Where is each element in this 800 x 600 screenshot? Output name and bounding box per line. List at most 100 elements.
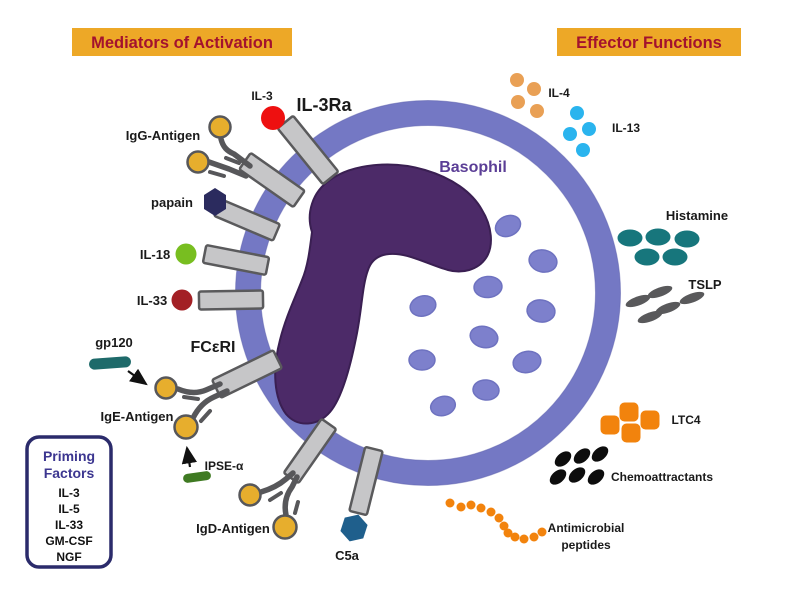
priming-item: IL-3	[58, 486, 80, 500]
c5a-ligand-icon	[340, 514, 368, 542]
histamine-oval	[645, 228, 671, 246]
ltc4-label: LTC4	[671, 413, 700, 427]
priming-item: NGF	[56, 550, 81, 564]
il13-label: IL-13	[612, 121, 640, 135]
il3-label: IL-3	[251, 89, 273, 103]
il33-receptor	[197, 289, 265, 311]
ige-antigen-icon	[173, 414, 199, 440]
ltc4-square	[640, 410, 660, 430]
tslp-ovals	[625, 285, 705, 324]
histamine-oval	[662, 248, 688, 266]
il33-label: IL-33	[137, 293, 167, 308]
igd-antibody-stub	[268, 491, 283, 502]
gp120-ligand-icon	[89, 356, 131, 370]
receptor-rect	[201, 244, 271, 276]
peptide-bead	[486, 507, 496, 517]
peptide-bead	[503, 528, 513, 538]
histamine-ovals	[617, 228, 700, 266]
chemoattractant-oval	[591, 446, 609, 462]
igd-antibody-arm	[258, 470, 296, 495]
granule	[526, 299, 556, 323]
ige-antibody-arm	[190, 388, 230, 421]
effectors-group: IL-4 IL-13 Histamine TSLP	[445, 73, 728, 552]
banner-effectors-bg	[557, 28, 741, 56]
tslp-oval	[679, 291, 705, 305]
gp120-label: gp120	[95, 335, 133, 350]
granule	[512, 350, 542, 374]
granule	[528, 249, 558, 273]
antimicrobial-peptide-beads	[445, 498, 547, 544]
gp120-pill	[89, 356, 131, 370]
c5a-receptor	[348, 445, 384, 517]
histamine-oval	[674, 230, 700, 248]
banner-mediators-bg	[72, 28, 292, 56]
mediators-group: IL-3 IL-3Ra IgG-Antigen papain IL-18 IL-…	[89, 89, 368, 563]
il4-label: IL-4	[548, 86, 570, 100]
c5a-label: C5a	[335, 548, 360, 563]
il13-dot	[570, 106, 584, 120]
priming-item: IL-33	[55, 518, 83, 532]
igg-antibody-stub	[208, 170, 226, 178]
ipse-label: IPSE-α	[205, 459, 244, 473]
nucleus	[274, 163, 492, 425]
ltc4-square	[600, 415, 620, 435]
il13-dots	[563, 106, 596, 157]
peptide-bead	[529, 532, 539, 542]
il4-dot	[530, 104, 544, 118]
il18-ligand-icon	[175, 243, 197, 265]
peptide-bead	[445, 498, 455, 508]
priming-factors-box: Priming Factors IL-3 IL-5 IL-33 GM-CSF N…	[25, 435, 113, 569]
tslp-oval	[647, 285, 673, 299]
banner-effectors: Effector Functions	[557, 28, 741, 56]
igg-antigen-icon	[208, 115, 232, 139]
chemoattractants-label: Chemoattractants	[611, 470, 713, 484]
peptide-bead	[456, 502, 466, 512]
fceri-label: FCεRI	[191, 339, 236, 356]
granule	[494, 214, 522, 238]
basophil-cell: Basophil	[235, 100, 621, 486]
granule	[429, 395, 457, 417]
chemoattractant-oval	[554, 451, 572, 467]
il3ra-label: IL-3Ra	[296, 95, 352, 115]
receptors	[197, 115, 384, 517]
il13-dot	[576, 143, 590, 157]
peptide-bead	[494, 513, 504, 523]
banner-mediators-text: Mediators of Activation	[91, 34, 273, 52]
igg-label: IgG-Antigen	[126, 128, 200, 143]
antimicrobial-label-line1: Antimicrobial	[548, 521, 625, 535]
ipse-arrow	[181, 445, 198, 468]
peptide-bead	[476, 503, 486, 513]
banner-mediators: Mediators of Activation	[72, 28, 292, 56]
priming-title-line1: Priming	[43, 448, 95, 464]
il4-dot	[510, 73, 524, 87]
tslp-label: TSLP	[688, 277, 722, 292]
antimicrobial-label-line2: peptides	[561, 538, 611, 552]
igd-label: IgD-Antigen	[196, 521, 270, 536]
receptor-rect	[211, 349, 283, 399]
il18-receptor	[201, 244, 271, 276]
papain-ligand-icon	[204, 188, 226, 216]
il3-ligand-icon	[261, 106, 285, 130]
banner-effectors-text: Effector Functions	[576, 34, 722, 52]
receptor-rect	[277, 115, 339, 185]
tslp-oval	[637, 310, 663, 324]
receptor-rect	[348, 445, 384, 517]
ltc4-square	[621, 423, 641, 443]
il13-dot	[563, 127, 577, 141]
basophil-label: Basophil	[439, 159, 507, 176]
il3ra-receptor	[277, 115, 339, 185]
il13-dot	[582, 122, 596, 136]
priming-box-border	[25, 435, 113, 569]
chemoattractant-oval	[587, 469, 605, 485]
granule	[472, 379, 500, 401]
tslp-oval	[625, 294, 651, 308]
igd-antibody-stub	[293, 500, 300, 515]
ltc4-square	[619, 402, 639, 422]
chemoattractant-oval	[573, 448, 591, 464]
igg-antibody-arm	[218, 136, 253, 169]
gp120-arrow	[127, 368, 148, 386]
ige-antigen-icon	[154, 376, 178, 400]
granule	[408, 349, 436, 371]
